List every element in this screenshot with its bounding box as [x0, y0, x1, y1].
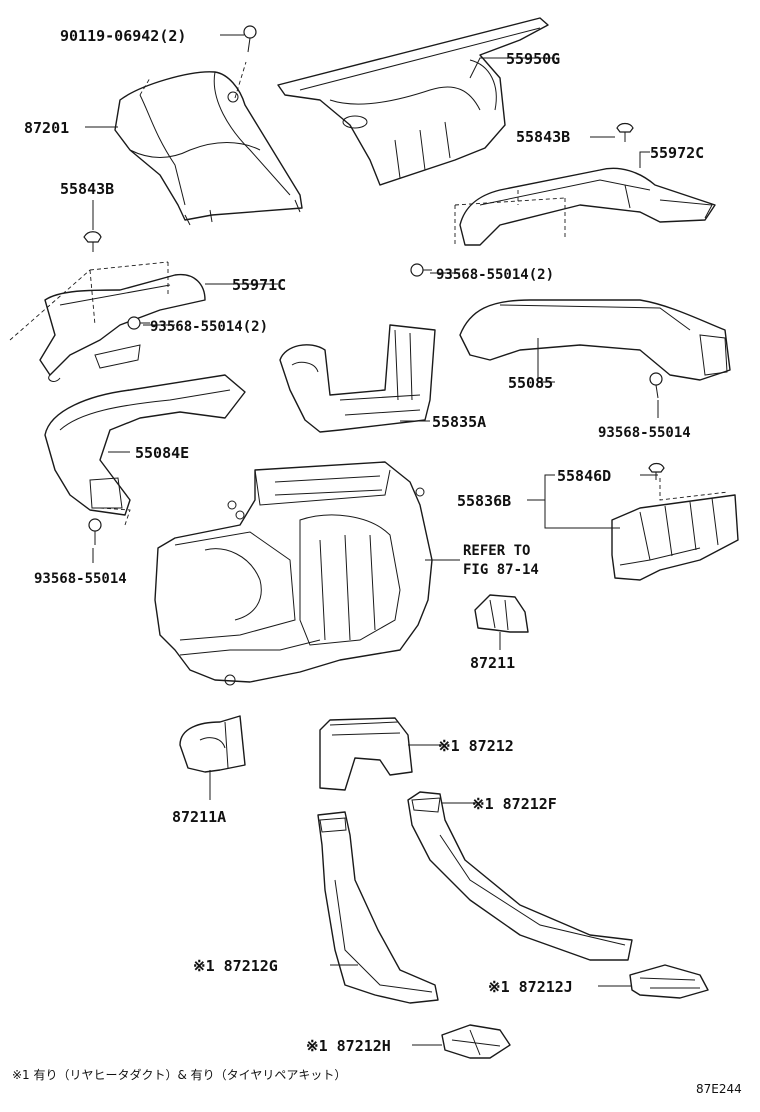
figure-code: 87E244	[696, 1082, 742, 1096]
label-55846D: 55846D	[557, 467, 611, 485]
label-55971C: 55971C	[232, 276, 286, 294]
label-55835A: 55835A	[432, 413, 486, 431]
part-87212F-shape	[407, 791, 633, 961]
label-87211A: 87211A	[172, 808, 226, 826]
heater-unit-shape	[154, 461, 433, 686]
clip-55843B-left-icon	[83, 231, 102, 252]
label-90119: 90119-06942(2)	[60, 27, 186, 45]
leader-lines	[85, 34, 659, 1046]
label-87212J: ※1 87212J	[488, 978, 573, 996]
label-93568-left: 93568-55014	[34, 571, 127, 587]
label-55972C: 55972C	[650, 144, 704, 162]
label-55843B-top: 55843B	[516, 128, 570, 146]
part-87212-shape	[319, 717, 413, 791]
part-55835A-shape	[279, 324, 436, 433]
part-87201-shape	[114, 71, 303, 226]
label-55950G: 55950G	[506, 50, 560, 68]
label-93568-right: 93568-55014	[598, 425, 691, 441]
bolt-93568-right-2-icon	[410, 263, 432, 277]
bolt-93568-left-2-icon	[127, 316, 150, 330]
label-93568-2-left: 93568-55014(2)	[150, 319, 268, 335]
label-fig-87-14: FIG 87-14	[463, 562, 539, 578]
bolt-93568-right-icon	[649, 372, 663, 399]
part-55972C-shape	[459, 167, 716, 246]
bolt-90119-icon	[243, 25, 257, 53]
label-87212G: ※1 87212G	[193, 957, 278, 975]
part-55085-shape	[459, 299, 731, 381]
part-55084E-shape	[44, 374, 246, 516]
label-87212: ※1 87212	[438, 737, 514, 755]
label-55084E: 55084E	[135, 444, 189, 462]
bolt-93568-left-icon	[88, 518, 102, 545]
part-87212H-shape	[441, 1024, 511, 1059]
part-55836B-shape	[611, 494, 739, 581]
part-87212G-shape	[317, 811, 439, 1004]
part-87211-shape	[474, 594, 529, 633]
label-refer-to: REFER TO	[463, 543, 530, 559]
clip-55843B-top-icon	[616, 122, 634, 142]
part-87211A-shape	[179, 715, 246, 773]
part-55971C-shape	[39, 273, 206, 382]
part-55950G-shape	[277, 17, 549, 186]
label-87211: 87211	[470, 654, 515, 672]
part-87212J-shape	[629, 964, 709, 999]
label-55085: 55085	[508, 374, 553, 392]
label-87201: 87201	[24, 119, 69, 137]
label-87212F: ※1 87212F	[472, 795, 557, 813]
clip-55846D-icon	[648, 462, 665, 480]
label-55836B: 55836B	[457, 492, 511, 510]
footnote: ※1 有り（リヤヒータダクト）& 有り（タイヤリペアキット）	[12, 1067, 346, 1082]
label-93568-2-right: 93568-55014(2)	[436, 267, 554, 283]
label-55843B-left: 55843B	[60, 180, 114, 198]
label-87212H: ※1 87212H	[306, 1037, 391, 1055]
